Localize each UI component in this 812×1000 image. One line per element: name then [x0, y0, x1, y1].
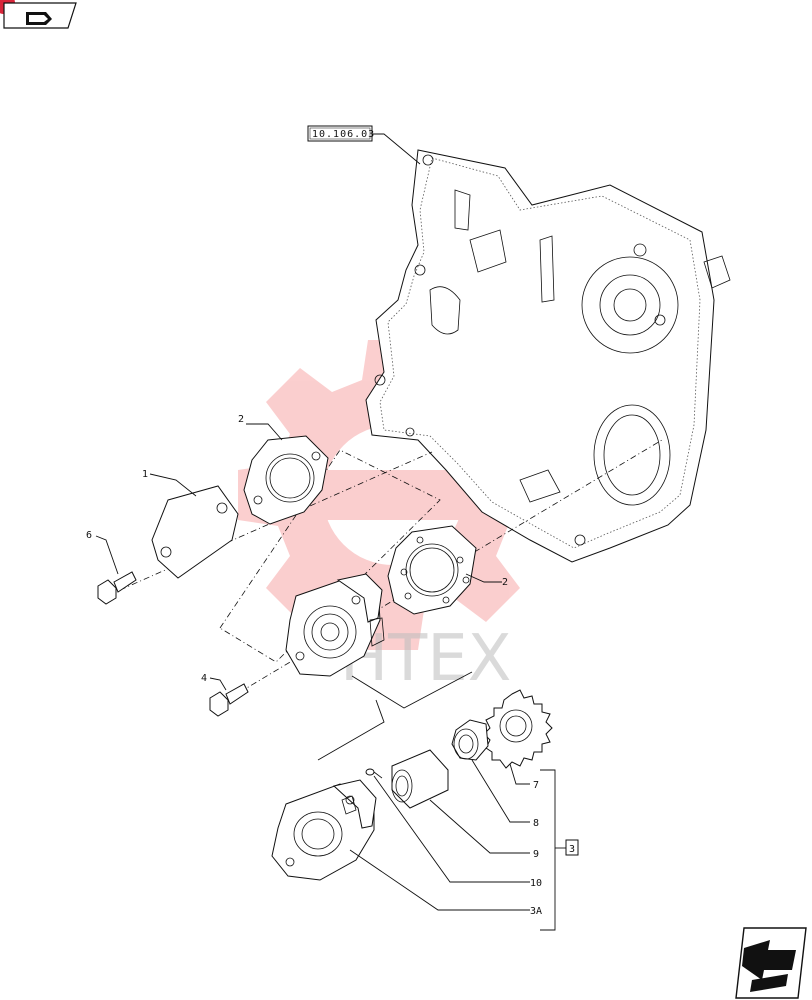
callout-9: 9: [533, 849, 539, 860]
part-7-gear[interactable]: [483, 689, 553, 769]
next-page-button[interactable]: [735, 927, 807, 999]
header-tab[interactable]: [0, 0, 77, 29]
part-9-shaft[interactable]: [391, 749, 449, 809]
leader-lines: [95, 423, 530, 911]
part-2-gasket-upper[interactable]: [243, 435, 329, 525]
part-3a-housing[interactable]: [271, 779, 377, 881]
part-10-pin[interactable]: [365, 768, 383, 779]
callout-4: 4: [201, 673, 207, 684]
book-arrow-icon: [26, 12, 52, 25]
group-bracket: 3: [540, 769, 579, 931]
callout-7: 7: [533, 780, 539, 791]
reference-callout[interactable]: 10.106.03: [307, 125, 421, 165]
reference-box-label: 10.106.03: [312, 129, 375, 140]
part-1-cover-plate[interactable]: [151, 485, 239, 579]
part-8-bearing[interactable]: [451, 719, 489, 761]
callout-2-lower: 2: [502, 577, 508, 588]
callout-8: 8: [533, 818, 539, 829]
callout-3a: 3A: [530, 906, 542, 917]
callout-6: 6: [86, 530, 92, 541]
part-2-gasket-lower[interactable]: [387, 525, 477, 615]
callout-2-upper: 2: [238, 414, 244, 425]
group-label: 3: [569, 844, 575, 855]
callout-1: 1: [142, 469, 148, 480]
assembly-bracket: [317, 671, 473, 761]
timing-housing: [365, 149, 731, 563]
part-4-bolt[interactable]: [209, 683, 249, 717]
part-6-bolt[interactable]: [97, 571, 137, 605]
callout-10: 10: [530, 878, 542, 889]
part-3-pump-assembly[interactable]: [285, 573, 385, 677]
next-page-arrow-icon: [742, 940, 796, 992]
